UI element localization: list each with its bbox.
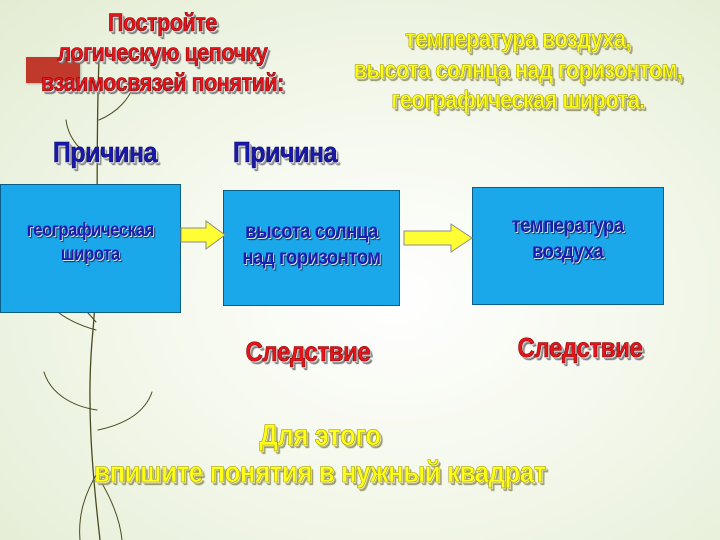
concept-box-3-text: температура воздуха bbox=[512, 213, 624, 264]
effect-label-1: Следствие bbox=[241, 336, 375, 368]
cause-label-2: Причина bbox=[224, 137, 346, 170]
slide-title: Постройте логическую цепочку взаимосвязе… bbox=[40, 8, 285, 98]
effect-label-2: Следствие bbox=[513, 332, 647, 364]
arrow-right-icon bbox=[403, 223, 473, 253]
concept-box-2[interactable]: высота солнца над горизонтом bbox=[223, 190, 400, 306]
terms-list: температура воздуха, высота солнца над г… bbox=[346, 24, 690, 116]
cause-label-1: Причина bbox=[44, 137, 166, 170]
concept-box-1[interactable]: географическая широта bbox=[0, 184, 181, 313]
instruction-text: Для этого впишите понятия в нужный квадр… bbox=[71, 418, 570, 491]
arrow-right-icon bbox=[180, 220, 226, 250]
concept-box-1-text: географическая широта bbox=[27, 219, 154, 265]
concept-box-3[interactable]: температура воздуха bbox=[472, 187, 664, 305]
concept-box-2-text: высота солнца над горизонтом bbox=[242, 219, 380, 270]
